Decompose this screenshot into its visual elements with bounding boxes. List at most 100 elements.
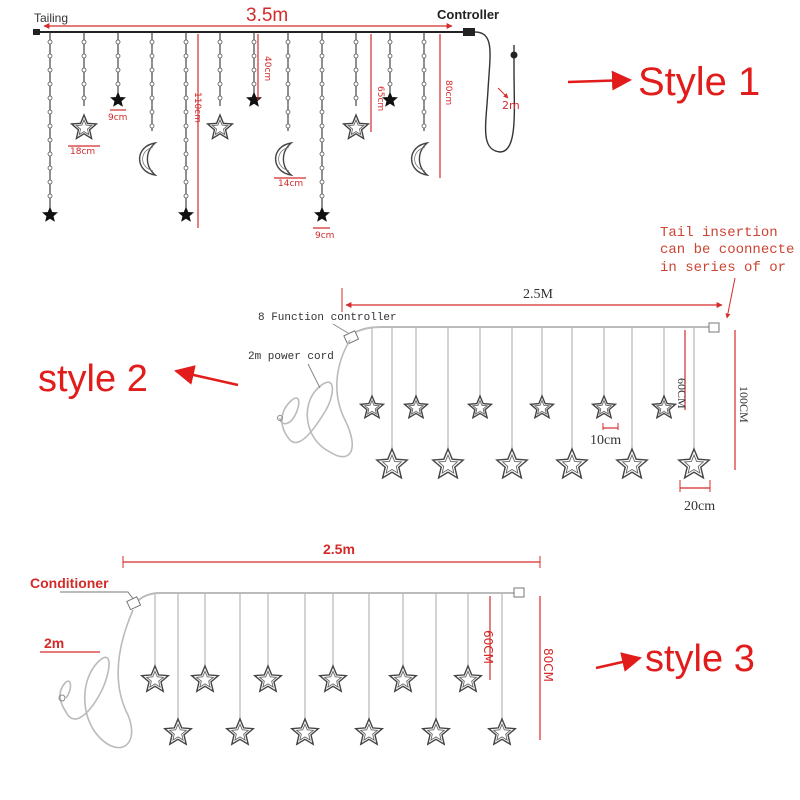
star-outline-inner (347, 118, 365, 136)
star-outline-inner (501, 453, 523, 474)
bulb (353, 95, 359, 101)
style3-diagram (40, 556, 541, 749)
bulb (421, 81, 427, 87)
bulb (149, 123, 155, 129)
star-outline (615, 447, 649, 480)
dim-65cm: 65cm (375, 86, 385, 112)
star-outline (353, 717, 385, 746)
bulb (47, 137, 53, 143)
bulb (47, 53, 53, 59)
star-outline (402, 394, 430, 420)
bulb (183, 137, 189, 143)
bulb (285, 53, 291, 59)
star-outline-inner (258, 670, 278, 688)
bulb (115, 53, 121, 59)
dim-80cm: 80cm (443, 80, 453, 106)
bulb (115, 81, 121, 87)
dim-9cm-b: 9cm (315, 231, 335, 241)
bulb (251, 81, 257, 87)
moon-shape-inner (142, 147, 153, 171)
bulb (183, 109, 189, 115)
star-outline (486, 717, 518, 746)
bulb (115, 67, 121, 73)
bulb (47, 151, 53, 157)
star-outline (431, 447, 465, 480)
bulb (319, 123, 325, 129)
star-outline-inner (655, 399, 673, 415)
style2-width-label: 2.5M (523, 287, 553, 302)
star-outline-inner (211, 118, 229, 136)
bulb (47, 165, 53, 171)
bulb (319, 165, 325, 171)
bulb (353, 67, 359, 73)
star-filled (246, 91, 262, 107)
style3-conditioner-label: Conditioner (30, 575, 109, 591)
bulb (387, 67, 393, 73)
star-outline-inner (230, 723, 250, 741)
star-outline-inner (458, 670, 478, 688)
bulb (183, 123, 189, 129)
bulb (183, 179, 189, 185)
moon-shape (411, 141, 430, 177)
star-outline-inner (75, 118, 93, 136)
bulb (81, 81, 87, 87)
bulb (353, 39, 359, 45)
bulb (319, 193, 325, 199)
star-outline (387, 664, 419, 693)
style3-title: style 3 (645, 638, 755, 680)
bulb (47, 39, 53, 45)
style2-power-cord-label: 2m power cord (248, 351, 334, 363)
star-outline (495, 447, 529, 480)
dim-14cm: 14cm (278, 179, 304, 189)
star-outline (139, 664, 171, 693)
bulb (81, 95, 87, 101)
star-outline (650, 394, 678, 420)
bulb (217, 53, 223, 59)
dim-40cm: 40cm (262, 56, 272, 82)
star-filled (382, 91, 398, 107)
star-outline (289, 717, 321, 746)
style2-diagram (277, 277, 736, 492)
star-filled (42, 206, 58, 222)
star-outline-inner (621, 453, 643, 474)
bulb (217, 67, 223, 73)
bulb (149, 67, 155, 73)
bulb (421, 95, 427, 101)
style3-arrow (595, 652, 642, 672)
bulb (47, 67, 53, 73)
bulb (319, 95, 325, 101)
bulb (47, 123, 53, 129)
bulb (47, 81, 53, 87)
star-outline (162, 717, 194, 746)
bulb (353, 53, 359, 59)
style2-arrow (174, 365, 239, 387)
bulb (421, 123, 427, 129)
star-outline-inner (407, 399, 425, 415)
star-outline-inner (683, 453, 705, 474)
dim-18cm: 18cm (70, 147, 96, 157)
bulb (285, 81, 291, 87)
star-filled (314, 206, 330, 222)
star-outline-inner (471, 399, 489, 415)
star-filled (178, 206, 194, 222)
star-outline-inner (533, 399, 551, 415)
dim-10cm-style2: 10cm (590, 433, 622, 448)
bulb (183, 67, 189, 73)
star-outline (466, 394, 494, 420)
bulb (183, 151, 189, 157)
bulb (319, 109, 325, 115)
star-outline (420, 717, 452, 746)
star-outline (224, 717, 256, 746)
star-outline-inner (381, 453, 403, 474)
star-outline-inner (393, 670, 413, 688)
dim-110cm: 110cm (192, 92, 202, 123)
moon-shape (275, 141, 294, 177)
bulb (183, 81, 189, 87)
star-outline-inner (168, 723, 188, 741)
star-outline-inner (492, 723, 512, 741)
bulb (319, 179, 325, 185)
tail-note-line3: in series of or (660, 260, 787, 276)
bulb (421, 39, 427, 45)
star-outline-inner (195, 670, 215, 688)
bulb (319, 39, 325, 45)
